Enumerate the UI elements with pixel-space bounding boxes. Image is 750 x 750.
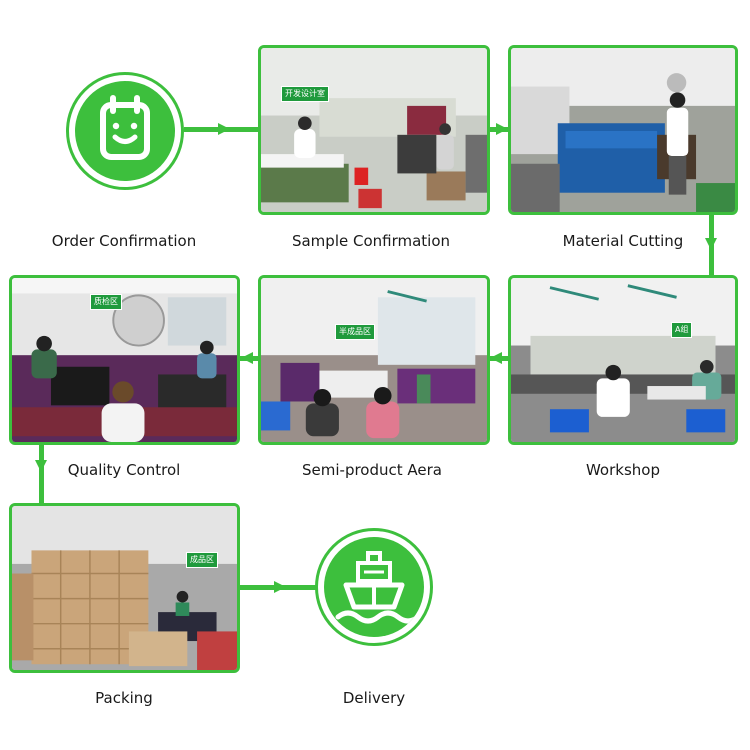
area-sign: 质检区	[90, 294, 122, 310]
order-confirmation-node	[66, 72, 184, 190]
quality-control-photo: 质检区	[9, 275, 240, 445]
semi-product-area-label: Semi-product Aera	[302, 461, 442, 479]
area-sign: 成品区	[186, 552, 218, 568]
workshop-label: Workshop	[585, 461, 660, 479]
order-confirmation-label: Order Confirmation	[51, 232, 197, 250]
arrowhead	[705, 238, 717, 250]
clipboard-smile-icon	[100, 95, 150, 160]
material-cutting-label: Material Cutting	[562, 232, 684, 250]
quality-control-label: Quality Control	[67, 461, 181, 479]
arrow-6-to-7	[39, 445, 44, 505]
material-cutting-photo	[508, 45, 738, 215]
arrow-tail	[230, 127, 260, 132]
arrow-1-to-2	[184, 127, 248, 132]
area-sign: 半成品区	[335, 324, 375, 340]
ship-icon	[335, 551, 421, 624]
delivery-label: Delivery	[342, 689, 406, 707]
workshop-photo: A组	[508, 275, 738, 445]
sample-confirmation-label: Sample Confirmation	[291, 232, 451, 250]
arrowhead	[241, 352, 253, 364]
arrowhead	[274, 581, 286, 593]
packing-label: Packing	[95, 689, 153, 707]
delivery-node	[315, 528, 433, 646]
room-sign: 开发设计室	[281, 86, 329, 102]
semi-product-area-photo: 半成品区	[258, 275, 490, 445]
packing-photo: 成品区	[9, 503, 240, 673]
arrowhead	[35, 460, 47, 472]
arrowhead	[496, 123, 508, 135]
sample-confirmation-photo: 开发设计室	[258, 45, 490, 215]
arrowhead	[218, 123, 230, 135]
group-sign: A组	[671, 322, 693, 338]
arrowhead	[490, 352, 502, 364]
